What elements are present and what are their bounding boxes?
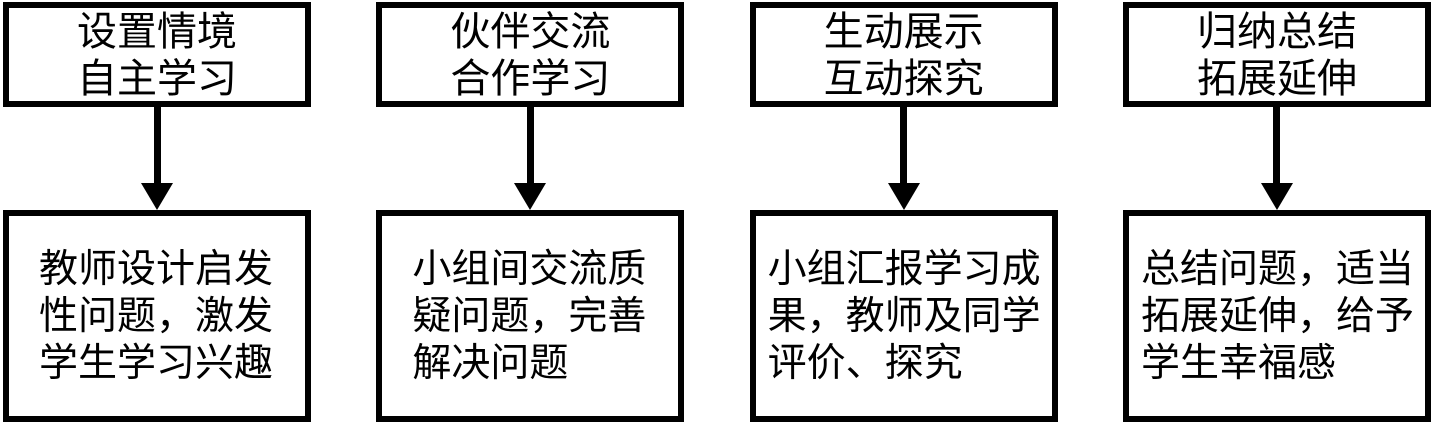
detail-box-1: 教师设计启发 性问题，激发 学生学习兴趣 [3, 210, 311, 422]
stage-label: 伙伴交流 合作学习 [450, 8, 611, 101]
flow-column-4: 归纳总结 拓展延伸 总结问题，适当 拓展延伸，给予 学生幸福感 [1122, 2, 1431, 424]
stage-label: 归纳总结 拓展延伸 [1196, 8, 1357, 101]
arrow-head [887, 183, 920, 210]
arrow-stem [1273, 107, 1281, 183]
arrow-head [1260, 183, 1293, 210]
detail-label: 教师设计启发 性问题，激发 学生学习兴趣 [39, 247, 274, 385]
arrow-stem [526, 107, 534, 183]
stage-label: 生动展示 互动探究 [823, 8, 984, 101]
arrow-down-icon [750, 107, 1058, 210]
detail-box-4: 总结问题，适当 拓展延伸，给予 学生幸福感 [1122, 210, 1431, 422]
arrow-stem [153, 107, 161, 183]
arrow-stem [900, 107, 908, 183]
stage-label: 设置情境 自主学习 [77, 8, 237, 101]
flow-column-3: 生动展示 互动探究 小组汇报学习成 果，教师及同学 评价、探究 [749, 2, 1058, 424]
flow-column-2: 伙伴交流 合作学习 小组间交流质 疑问题，完善 解决问题 [376, 2, 685, 424]
stage-box-2: 伙伴交流 合作学习 [376, 2, 685, 107]
detail-label: 小组间交流质 疑问题，完善 解决问题 [412, 247, 647, 385]
arrow-head [514, 183, 547, 210]
stage-box-4: 归纳总结 拓展延伸 [1122, 2, 1431, 107]
arrow-head [141, 183, 173, 210]
flow-column-1: 设置情境 自主学习 教师设计启发 性问题，激发 学生学习兴趣 [3, 2, 311, 424]
stage-box-1: 设置情境 自主学习 [3, 2, 311, 107]
detail-box-2: 小组间交流质 疑问题，完善 解决问题 [376, 210, 685, 422]
detail-label: 小组汇报学习成 果，教师及同学 评价、探究 [767, 247, 1041, 385]
stage-box-3: 生动展示 互动探究 [749, 2, 1058, 107]
arrow-down-icon [3, 107, 311, 210]
arrow-down-icon [376, 107, 684, 210]
detail-box-3: 小组汇报学习成 果，教师及同学 评价、探究 [749, 210, 1058, 422]
detail-label: 总结问题，适当 拓展延伸，给予 学生幸福感 [1140, 247, 1414, 385]
arrow-down-icon [1123, 107, 1431, 210]
